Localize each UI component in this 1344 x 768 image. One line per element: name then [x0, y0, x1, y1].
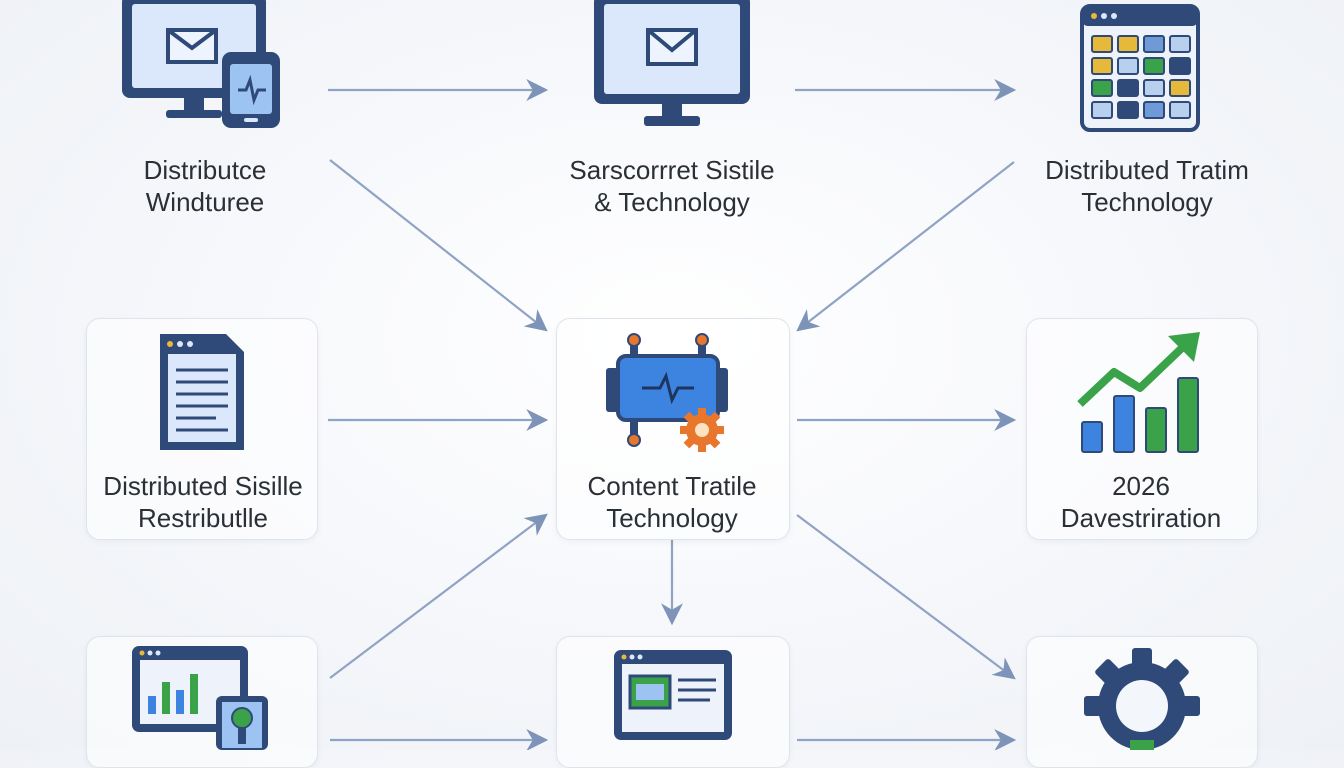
- gear-icon: [1084, 648, 1200, 750]
- node-label-line1: Distributce: [143, 155, 267, 185]
- node-label-n1: Distributce Windturee: [70, 154, 340, 218]
- node-label-line2: Restributlle: [137, 503, 269, 533]
- growth-chart-icon: [1077, 332, 1200, 453]
- node-label-n5: Content Tratile Technology: [546, 470, 798, 534]
- browser-monitor-icon: [614, 650, 732, 740]
- monitor-mail-phone-icon: [122, 0, 280, 128]
- node-label-line1: Content Tratile: [587, 471, 757, 501]
- processor-gear-icon: [606, 333, 728, 452]
- node-label-n4: Distributed Sisille Restributlle: [70, 470, 336, 534]
- node-label-line1: Distributed Sisille: [103, 471, 303, 501]
- node-label-line2: & Technology: [594, 187, 750, 217]
- arrow-n5-n9: [796, 514, 1016, 680]
- monitor-mail-icon: [594, 0, 750, 126]
- arrow-n1-n5: [329, 159, 548, 332]
- calendar-grid-icon: [1080, 4, 1200, 132]
- connector-arrows: [328, 79, 1017, 750]
- node-label-line2: Technology: [606, 503, 738, 533]
- node-label-n2: Sarscorrret Sistile & Technology: [532, 154, 812, 218]
- node-label-line1: Distributed Tratim: [1045, 155, 1249, 185]
- node-label-n3: Distributed Tratim Technology: [1010, 154, 1284, 218]
- node-label-n6: 2026 Davestriration: [1016, 470, 1266, 534]
- node-label-line1: Sarscorrret Sistile: [569, 155, 775, 185]
- dashboard-tablet-icon: [132, 646, 268, 750]
- document-icon: [160, 334, 244, 450]
- node-label-line2: Windturee: [145, 187, 265, 217]
- node-card-n6[interactable]: [1026, 318, 1258, 540]
- arrow-n3-n5: [796, 161, 1015, 332]
- node-label-line1: 2026: [1112, 471, 1170, 501]
- node-label-line2: Davestriration: [1060, 503, 1222, 533]
- node-label-line2: Technology: [1081, 187, 1213, 217]
- arrow-n7-n5: [329, 513, 548, 679]
